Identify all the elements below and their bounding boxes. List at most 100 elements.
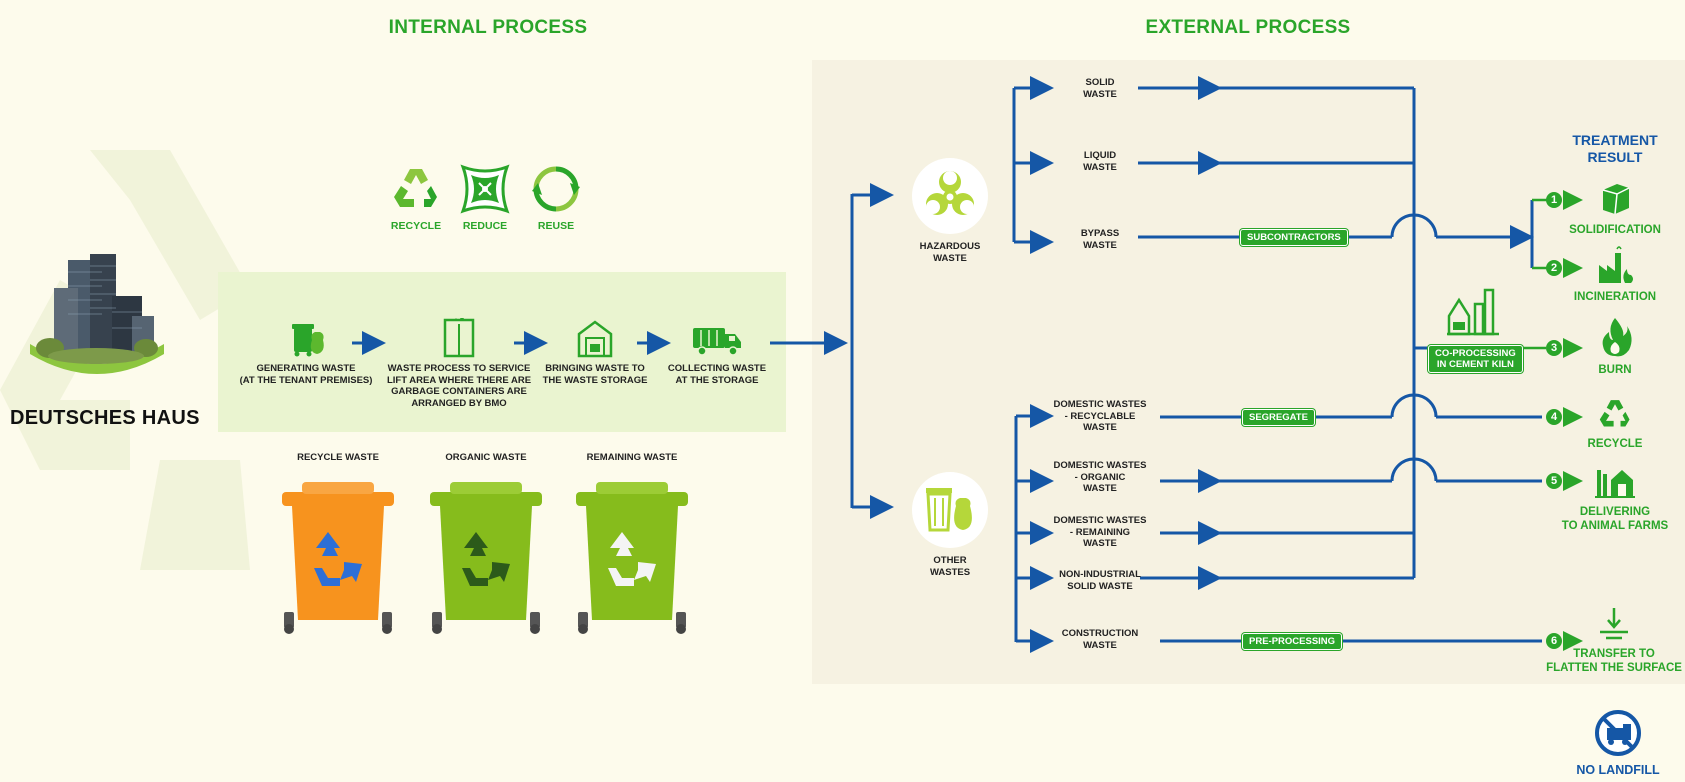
hazardous-line-1: HAZARDOUS — [919, 241, 981, 252]
organic-line-1: DOMESTIC WASTES — [1053, 460, 1147, 471]
liquid-line-2: WASTE — [1083, 161, 1117, 173]
internal-process-title: INTERNAL PROCESS — [388, 17, 588, 38]
coprocessing-line-1: CO-PROCESSING — [1435, 348, 1516, 359]
step-2-line-4: ARRANGED BY BMO — [411, 397, 507, 409]
lift-icon — [443, 318, 475, 358]
step-3-line-2: THE WASTE STORAGE — [542, 374, 648, 386]
other-line-1: OTHER — [933, 555, 967, 566]
organic-line-3: WASTE — [1083, 483, 1117, 494]
construction-line-2: WASTE — [1083, 639, 1117, 651]
result-6-line-2: FLATTEN THE SURFACE — [1546, 662, 1682, 674]
bypass-line-1: BYPASS — [1080, 228, 1120, 239]
cube-icon — [1602, 184, 1630, 215]
step-generating-waste: GENERATING WASTE (AT THE TENANT PREMISES… — [236, 318, 376, 386]
building-icon — [30, 254, 164, 374]
hazardous-type-solid: SOLID WASTE — [1052, 77, 1148, 100]
remaining-line-2: - REMAINING — [1069, 526, 1131, 538]
step-1-line-2: (AT THE TENANT PREMISES) — [239, 374, 373, 386]
waste-bin-bag-icon — [292, 324, 324, 357]
step-bringing-waste: BRINGING WASTE TO THE WASTE STORAGE — [540, 318, 650, 386]
other-wastes-node: OTHER WASTES — [900, 470, 1000, 578]
result-solidification: SOLIDIFICATION — [1560, 178, 1670, 237]
bin-recycle-waste: RECYCLE WASTE — [278, 452, 398, 639]
result-flatten-surface: TRANSFER TO FLATTEN THE SURFACE — [1546, 606, 1682, 675]
bin-organic-waste: ORGANIC WASTE — [426, 452, 546, 639]
other-type-organic: DOMESTIC WASTES - ORGANIC WASTE — [1044, 460, 1156, 495]
cement-factory-icon — [1447, 288, 1499, 336]
bin-remaining-waste: REMAINING WASTE — [572, 452, 692, 639]
other-type-recyclable: DOMESTIC WASTES - RECYCLABLE WASTE — [1044, 399, 1156, 434]
orange-bin-icon — [282, 481, 394, 634]
subcontractors-pill: SUBCONTRACTORS — [1240, 229, 1348, 246]
hazardous-type-liquid: LIQUID WASTE — [1052, 150, 1148, 173]
solid-line-1: SOLID — [1085, 77, 1115, 88]
recycle-result-icon — [1599, 400, 1630, 427]
result-5-line-2: TO ANIMAL FARMS — [1561, 520, 1669, 532]
principle-recycle-label: RECYCLE — [390, 220, 442, 232]
recyclable-line-2: - RECYCLABLE — [1064, 410, 1136, 422]
ground-level-icon — [1600, 608, 1628, 640]
liquid-line-1: LIQUID — [1083, 150, 1117, 161]
step-service-lift: WASTE PROCESS TO SERVICE LIFT AREA WHERE… — [384, 316, 534, 409]
segregate-pill: SEGREGATE — [1242, 409, 1315, 426]
reuse-icon — [532, 166, 580, 212]
preprocessing-pill: PRE-PROCESSING — [1242, 633, 1343, 650]
result-5-number: 5 — [1546, 473, 1562, 489]
bin-recycle-label: RECYCLE WASTE — [297, 452, 379, 463]
other-type-non-industrial: NON-INDUSTRIAL SOLID WASTE — [1044, 569, 1156, 592]
result-2-number: 2 — [1546, 260, 1562, 276]
green-bin-dark-recycle-icon — [430, 481, 542, 634]
result-animal-farms: DELIVERING TO ANIMAL FARMS — [1552, 460, 1678, 533]
hazardous-type-bypass: BYPASS WASTE — [1052, 228, 1148, 251]
garbage-truck-icon — [693, 328, 741, 356]
result-4-number: 4 — [1546, 409, 1562, 425]
step-4-line-2: AT THE STORAGE — [675, 374, 759, 386]
farm-icon — [1595, 470, 1635, 498]
hazardous-waste-node: HAZARDOUS WASTE — [900, 156, 1000, 264]
reduce-icon — [460, 164, 510, 214]
result-2-label: INCINERATION — [1573, 291, 1657, 303]
construction-line-1: CONSTRUCTION — [1061, 628, 1139, 639]
coprocessing-pill: CO-PROCESSING IN CEMENT KILN — [1428, 345, 1523, 373]
step-2-line-2: LIFT AREA WHERE THERE ARE — [386, 374, 532, 386]
principle-reduce: REDUCE — [457, 163, 513, 233]
other-type-remaining: DOMESTIC WASTES - REMAINING WASTE — [1044, 515, 1156, 550]
internal-flow-arrows — [352, 331, 848, 355]
step-2-line-1: WASTE PROCESS TO SERVICE — [387, 363, 531, 374]
step-4-line-1: COLLECTING WASTE — [667, 363, 767, 374]
principle-reduce-label: REDUCE — [462, 220, 508, 232]
external-process-title: EXTERNAL PROCESS — [1145, 17, 1351, 38]
trash-can-bag-icon — [912, 472, 988, 548]
step-1-line-1: GENERATING WASTE — [256, 363, 356, 374]
result-1-number: 1 — [1546, 192, 1562, 208]
nonindustrial-line-1: NON-INDUSTRIAL — [1059, 569, 1141, 580]
treatment-result-title: TREATMENT RESULT — [1560, 132, 1670, 166]
nonindustrial-line-2: SOLID WASTE — [1067, 580, 1133, 592]
solid-line-2: WASTE — [1083, 88, 1117, 100]
step-3-line-1: BRINGING WASTE TO — [545, 363, 645, 374]
principle-reuse-label: REUSE — [537, 220, 575, 232]
flame-icon — [1602, 318, 1632, 357]
watermark-recycle-icon — [0, 150, 250, 570]
cement-kiln: CO-PROCESSING IN CEMENT KILN — [1428, 286, 1523, 373]
principle-recycle: RECYCLE — [388, 163, 444, 233]
no-landfill: NO LANDFILL — [1566, 708, 1670, 777]
result-3-number: 3 — [1546, 340, 1562, 356]
bypass-line-2: WASTE — [1083, 239, 1117, 251]
remaining-line-1: DOMESTIC WASTES — [1053, 515, 1147, 526]
bin-remaining-label: REMAINING WASTE — [586, 452, 678, 463]
recyclable-line-1: DOMESTIC WASTES — [1053, 399, 1147, 410]
no-landfill-label: NO LANDFILL — [1576, 763, 1660, 777]
result-4-label: RECYCLE — [1587, 438, 1643, 450]
remaining-line-3: WASTE — [1083, 538, 1117, 549]
result-incineration: INCINERATION — [1560, 245, 1670, 304]
result-recycle: RECYCLE — [1560, 396, 1670, 451]
biohazard-icon — [912, 158, 988, 234]
organic-line-2: - ORGANIC — [1074, 471, 1126, 483]
building-name: DEUTSCHES HAUS — [10, 407, 200, 429]
result-burn: BURN — [1560, 316, 1670, 377]
coprocessing-line-2: IN CEMENT KILN — [1436, 359, 1514, 370]
building — [24, 252, 170, 374]
no-landfill-icon — [1595, 710, 1641, 756]
treatment-line-2: RESULT — [1587, 149, 1643, 165]
